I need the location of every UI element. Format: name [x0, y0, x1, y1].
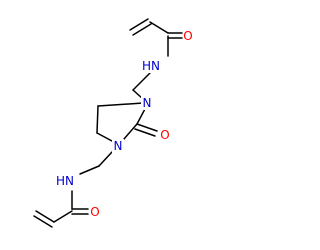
atom-o-bottom: O [90, 205, 99, 219]
atom-n-ring-bottom: N [114, 139, 123, 153]
bond-bottom-ch2-nh [79, 165, 100, 175]
atom-n-ring-top: N [143, 96, 152, 110]
atom-nh-top: HN [142, 59, 160, 73]
bond-vinyl-top-a [129, 18, 149, 31]
bond-bottom-nring-ch2 [98, 151, 113, 167]
atom-o-top: O [183, 29, 192, 43]
atom-o-ring: O [160, 128, 169, 142]
bond-top-nh-ch2 [132, 72, 151, 91]
bond-vinyl-bottom-b [33, 215, 53, 228]
bond-vinyl-top-b [132, 23, 152, 36]
bond-ring-n-ch2-left [96, 132, 113, 142]
atom-nh-bottom: HN [56, 174, 74, 188]
bond-ring-ch2-ch2 [96, 105, 99, 134]
chemical-structure-diagram: O HN N O N HN O [33, 18, 193, 228]
bond-ring-c-n [123, 123, 138, 140]
bond-vinyl-bottom-a [35, 210, 55, 223]
bond-ring-ch2-n-top [97, 102, 144, 107]
bond-ring-co-b [134, 128, 156, 137]
bond-bottom-c-vinyl [53, 210, 73, 223]
bond-ring-co-a [136, 123, 158, 132]
bond-top-c-carbonyl [149, 21, 169, 34]
